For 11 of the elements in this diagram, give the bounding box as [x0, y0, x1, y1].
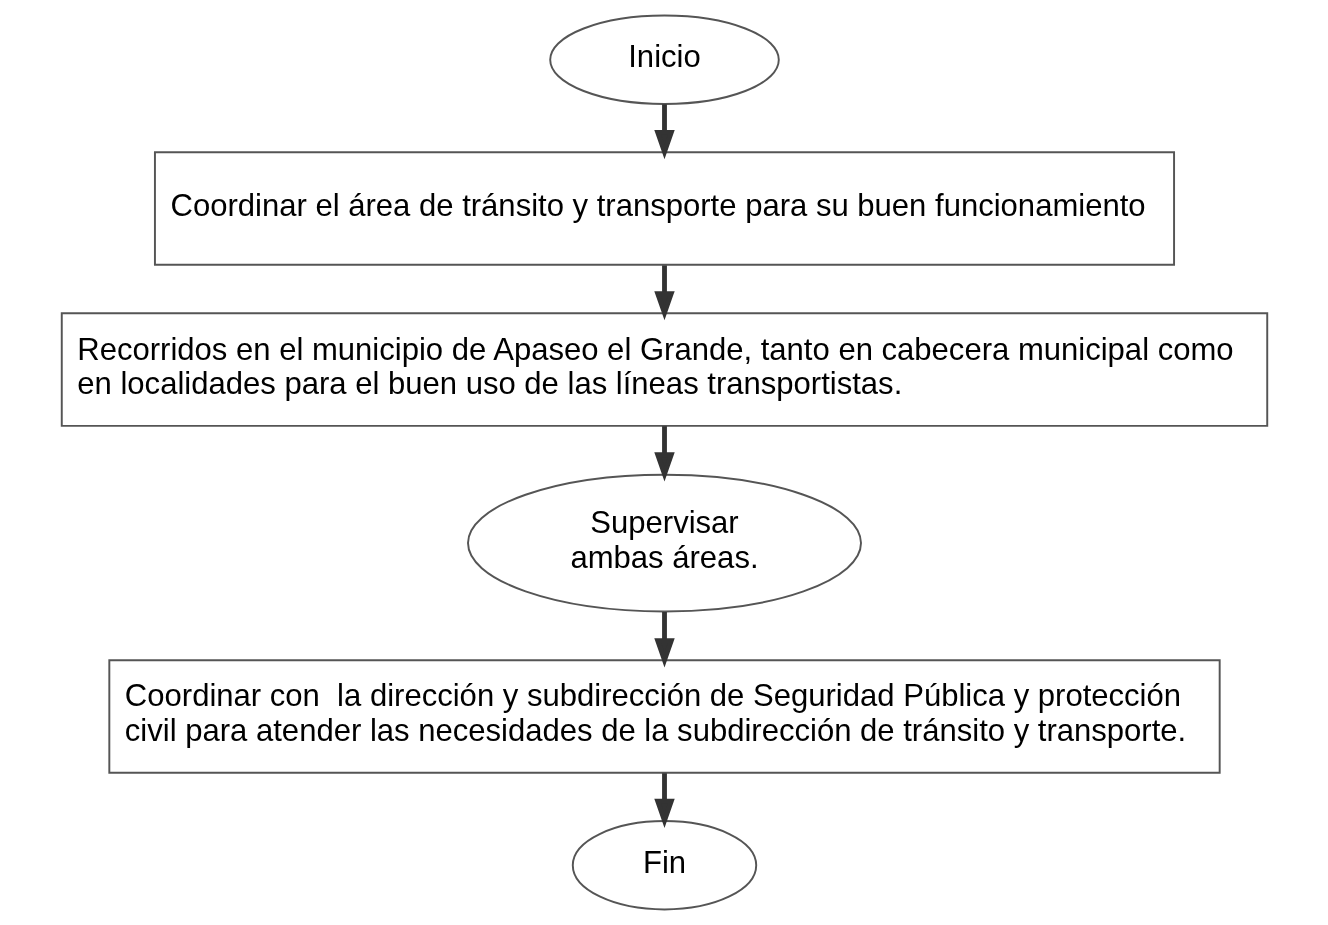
- node-ellipse: Fin: [571, 820, 757, 911]
- arrow: [653, 612, 675, 668]
- node-ellipse: Supervisar ambas áreas.: [466, 473, 862, 613]
- node-ellipse: Inicio: [548, 14, 780, 105]
- node-box: Coordinar con la dirección y subdirección de Seguridad Pública y protección civil para atender las necesidades de la subdirección de tránsito y transporte.: [107, 659, 1221, 774]
- node-box: Recorridos en el municipio de Apaseo el Grande, tanto en cabecera municipal como en localidades para el buen uso de las líneas transportistas.: [60, 312, 1268, 427]
- node-box: Coordinar el área de tránsito y transporte para su buen funcionamiento: [153, 151, 1175, 266]
- arrow: [653, 773, 675, 828]
- arrow: [653, 104, 675, 160]
- arrow: [653, 426, 675, 482]
- arrow: [653, 265, 675, 321]
